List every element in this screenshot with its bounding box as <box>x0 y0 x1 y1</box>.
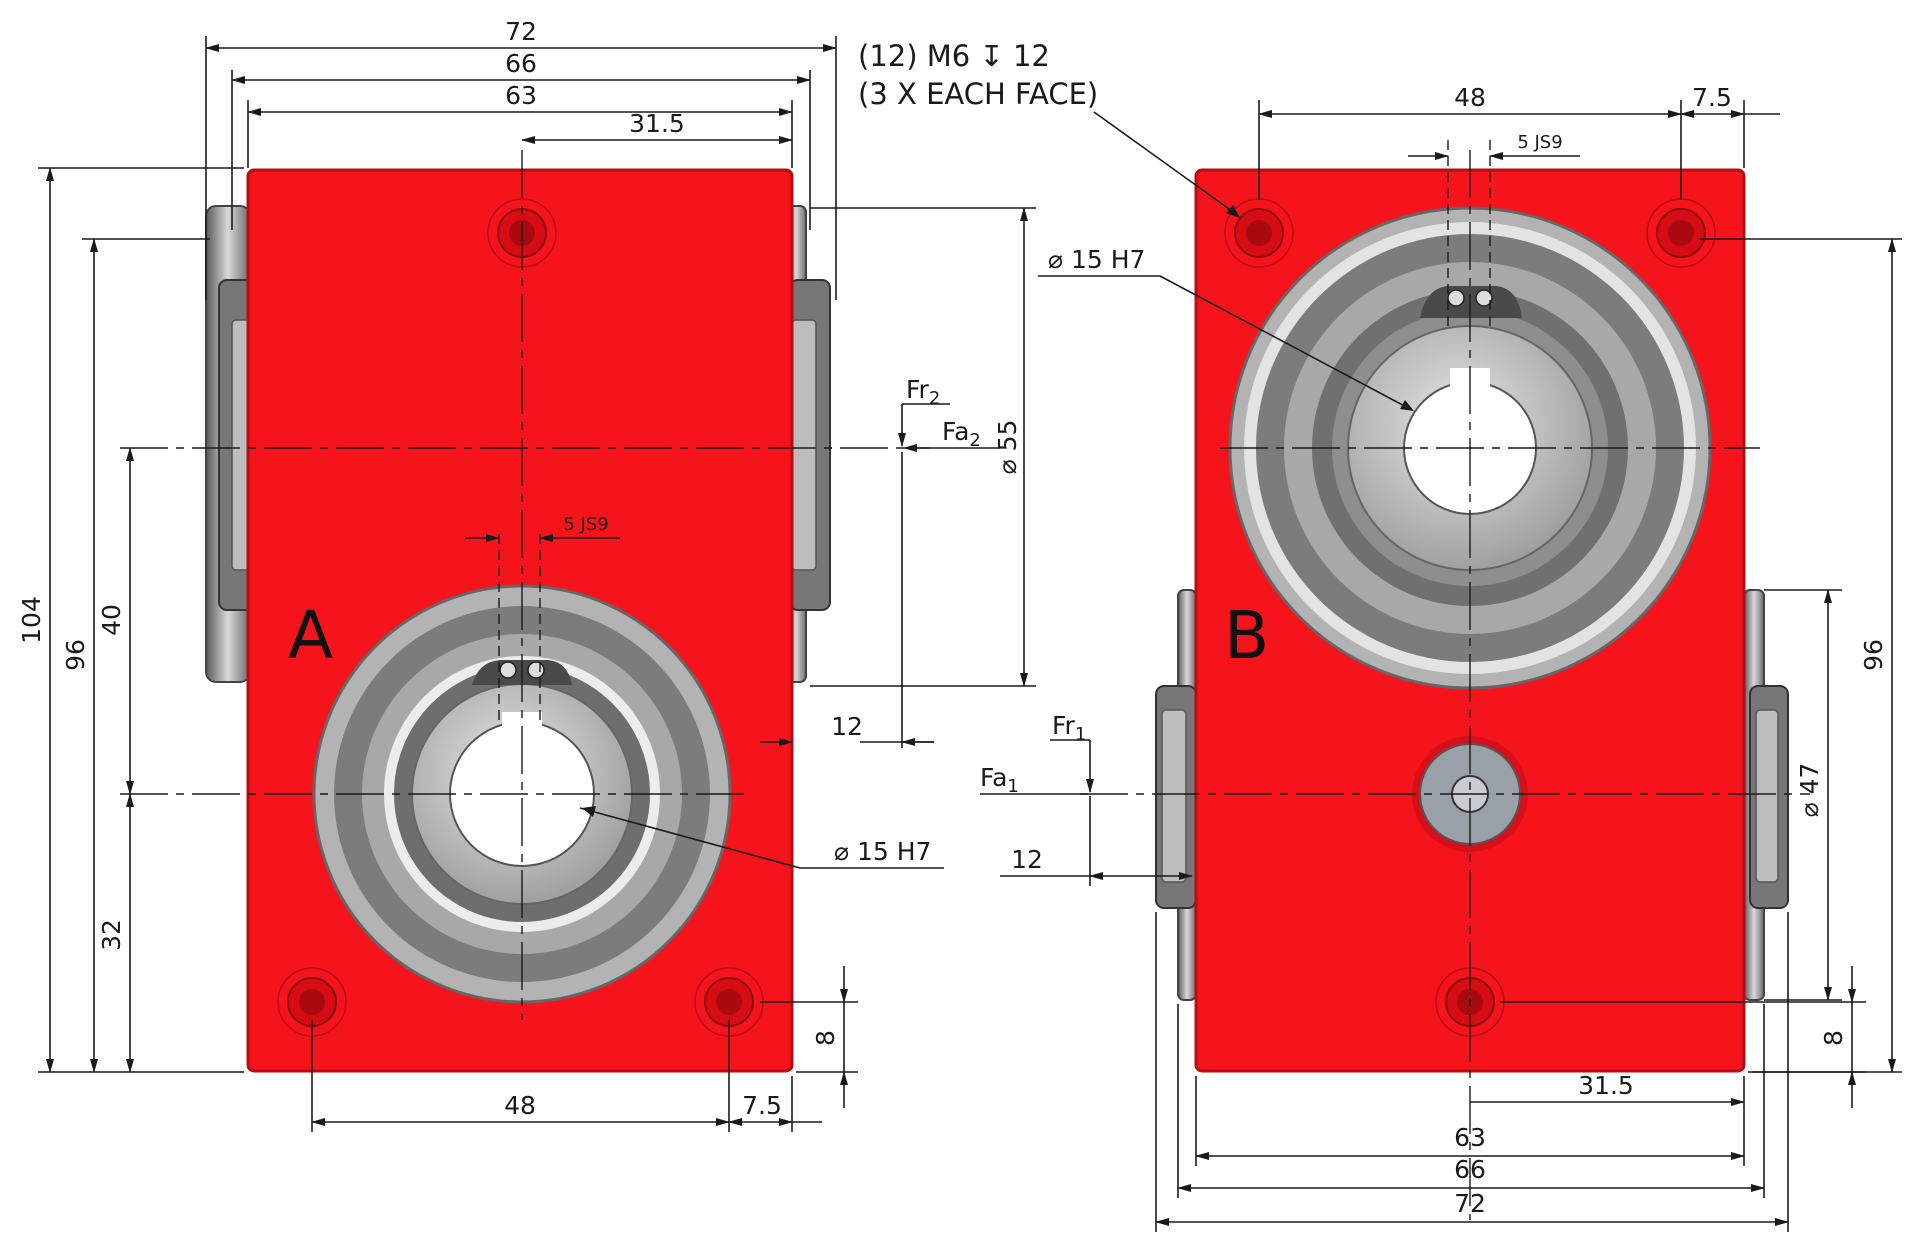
dim-label: ⌀ 47 <box>1795 763 1824 818</box>
dim-offset-12: 12 <box>1000 796 1193 886</box>
force-fr2: Fr2 <box>898 375 950 447</box>
dim-label: 40 <box>97 604 126 636</box>
dim-label: 8 <box>811 1030 840 1046</box>
force-fr1: Fr1 <box>1050 711 1094 793</box>
dim-bottom-7-5: 7.5 <box>728 1076 822 1132</box>
thread-note: (12) M6 ↧ 12 (3 X EACH FACE) <box>858 39 1240 218</box>
side-flange-left <box>1155 589 1197 1001</box>
dim-label: 7.5 <box>1692 83 1732 112</box>
dim-label: 104 <box>17 596 46 644</box>
dim-bottom-72: 72 <box>1155 912 1789 1232</box>
dim-hole-8: 8 <box>760 966 858 1108</box>
callout-bore: ⌀ 15 H7 <box>1038 245 1414 411</box>
callout-bore: ⌀ 15 H7 <box>579 806 944 869</box>
dim-height-104: 104 <box>17 167 244 1073</box>
dim-label: ⌀ 15 H7 <box>834 837 931 866</box>
dim-label: 8 <box>1819 1030 1848 1046</box>
force-fa2: Fa2 <box>903 417 1000 452</box>
force-label: Fr2 <box>906 375 940 409</box>
dim-width-31-5: 31.5 <box>521 109 793 144</box>
dim-label: 66 <box>1454 1155 1486 1184</box>
dim-bottom-63: 63 <box>1195 1076 1745 1166</box>
dim-label: 32 <box>97 919 126 951</box>
dim-label: 31.5 <box>629 109 685 138</box>
dim-keyway: 5 JS9 <box>1408 132 1580 160</box>
dim-label: 63 <box>505 81 537 110</box>
dim-label: 48 <box>504 1091 536 1120</box>
dim-label: 7.5 <box>742 1091 782 1120</box>
note-line-1: (12) M6 ↧ 12 <box>858 39 1050 73</box>
mounting-hole <box>1646 198 1716 268</box>
dim-height-96: 96 <box>61 238 210 1073</box>
side-flange-right <box>1743 589 1789 1001</box>
dim-label: 5 JS9 <box>1517 132 1562 153</box>
note-line-2: (3 X EACH FACE) <box>858 77 1098 111</box>
dim-hole-8: 8 <box>1500 966 1866 1108</box>
dim-label: 12 <box>1011 845 1043 874</box>
dim-label: ⌀ 55 <box>993 420 1022 475</box>
dim-label: ⌀ 15 H7 <box>1048 245 1145 274</box>
dim-bottom-31-5: 31.5 <box>1470 1071 1745 1106</box>
force-fa1: Fa1 <box>980 763 1088 797</box>
force-label: Fa1 <box>980 763 1019 797</box>
force-label: Fr1 <box>1052 711 1086 745</box>
dim-offset-12: 12 <box>760 452 934 748</box>
dim-label: 72 <box>1454 1189 1486 1218</box>
dim-keyway: 5 JS9 <box>465 514 620 542</box>
dim-label: 66 <box>505 49 537 78</box>
dim-width-63: 63 <box>247 81 793 168</box>
dim-height-32: 32 <box>97 793 134 1073</box>
mounting-hole <box>487 198 557 268</box>
view-label: A <box>288 597 333 674</box>
dim-label: 12 <box>831 712 863 741</box>
dim-top-48: 48 <box>1258 83 1682 200</box>
dim-label: 48 <box>1454 83 1486 112</box>
mounting-hole <box>277 967 347 1037</box>
view-b: (12) M6 ↧ 12 (3 X EACH FACE) 48 7.5 5 JS… <box>858 39 1902 1232</box>
dim-bottom-48: 48 <box>311 1020 730 1132</box>
dim-label: 96 <box>61 639 90 671</box>
dim-label: 96 <box>1859 639 1888 671</box>
dim-label: 72 <box>505 17 537 46</box>
dim-flange-diameter: ⌀ 55 <box>810 207 1036 687</box>
view-label: B <box>1224 597 1269 674</box>
dim-height-96: 96 <box>1700 238 1902 1073</box>
force-label: Fa2 <box>942 417 981 451</box>
dim-top-7-5: 7.5 <box>1680 83 1780 168</box>
view-a: 72 66 63 31.5 104 96 <box>17 17 1036 1132</box>
dim-flange-diameter: ⌀ 47 <box>1764 589 1842 1001</box>
dim-label: 63 <box>1454 1123 1486 1152</box>
dim-width-66: 66 <box>231 49 811 230</box>
dim-label: 31.5 <box>1578 1071 1634 1100</box>
dim-height-40: 40 <box>97 447 134 795</box>
dim-label: 5 JS9 <box>563 514 608 535</box>
dim-bottom-66: 66 <box>1177 1004 1765 1198</box>
